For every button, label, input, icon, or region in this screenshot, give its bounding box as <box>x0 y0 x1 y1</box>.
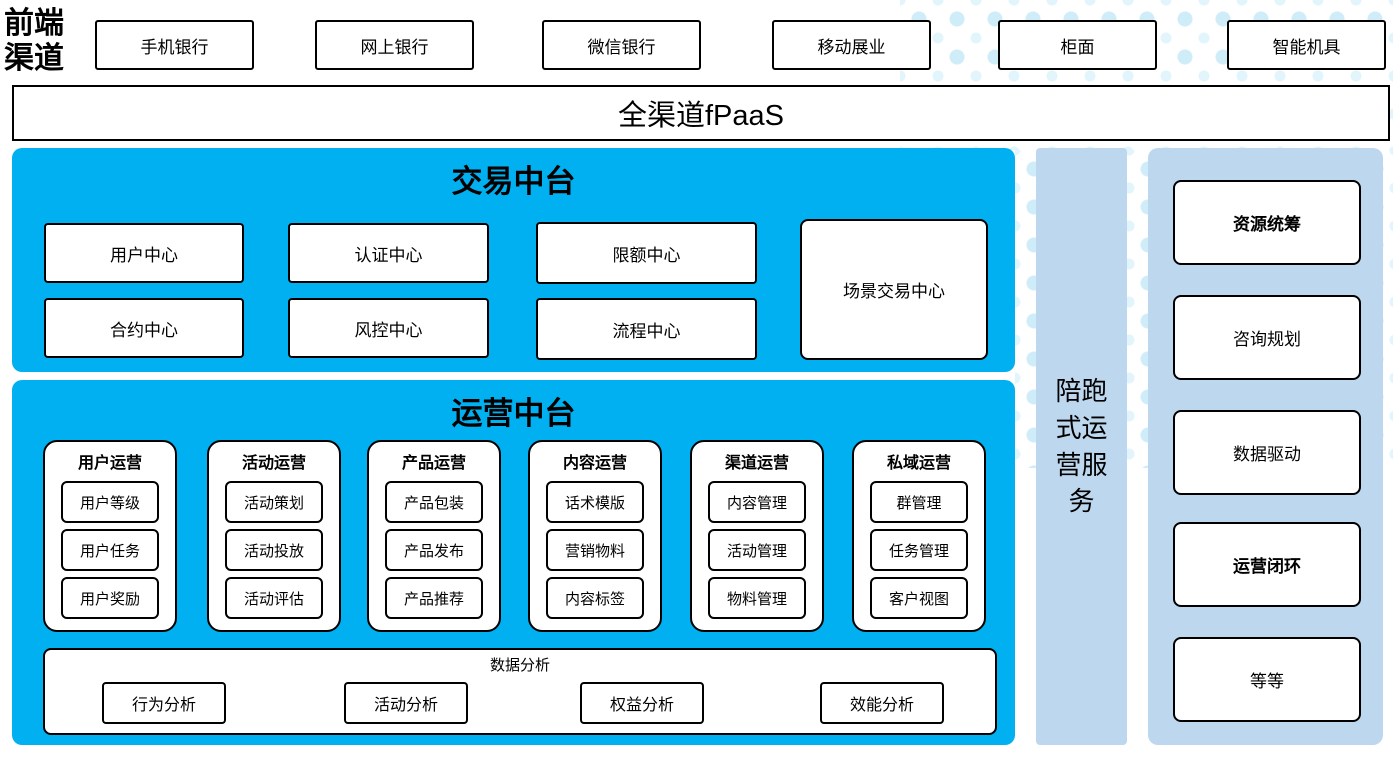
fpaas-bar: 全渠道fPaaS <box>12 85 1390 141</box>
scene-trade-center-box: 场景交易中心 <box>800 219 988 360</box>
group-item: 用户等级 <box>61 481 159 523</box>
group-item: 话术模版 <box>546 481 644 523</box>
auth-center-box: 认证中心 <box>288 223 489 283</box>
risk-center-box: 风控中心 <box>288 298 489 358</box>
group-title: 私域运营 <box>886 455 951 472</box>
group-item: 活动策划 <box>225 481 323 523</box>
group-channel-operation: 渠道运营 内容管理 活动管理 物料管理 <box>690 440 824 632</box>
process-center-box: 流程中心 <box>536 298 757 360</box>
side-service-bar: 陪跑式运营服务 <box>1036 148 1127 745</box>
activity-analysis-box: 活动分析 <box>344 682 468 724</box>
etc-box: 等等 <box>1173 637 1361 722</box>
group-item: 用户奖励 <box>61 577 159 619</box>
group-item: 营销物料 <box>546 529 644 571</box>
operation-platform-panel: 运营中台 用户运营 用户等级 用户任务 用户奖励 活动运营 活动策划 活动投放 … <box>12 380 1015 745</box>
group-item: 内容标签 <box>546 577 644 619</box>
group-item: 客户视图 <box>870 577 968 619</box>
group-item: 群管理 <box>870 481 968 523</box>
data-driven-box: 数据驱动 <box>1173 410 1361 495</box>
user-center-box: 用户中心 <box>44 223 244 283</box>
channel-smart-devices: 智能机具 <box>1227 20 1386 70</box>
group-title: 内容运营 <box>562 455 627 472</box>
group-item: 用户任务 <box>61 529 159 571</box>
group-item: 任务管理 <box>870 529 968 571</box>
trade-platform-title: 交易中台 <box>451 164 576 199</box>
group-activity-operation: 活动运营 活动策划 活动投放 活动评估 <box>207 440 341 632</box>
group-item: 活动投放 <box>225 529 323 571</box>
resource-planning-box: 资源统筹 <box>1173 180 1361 265</box>
group-item: 活动管理 <box>708 529 806 571</box>
data-analysis-title: 数据分析 <box>489 657 550 674</box>
group-title: 渠道运营 <box>724 455 789 472</box>
group-item: 内容管理 <box>708 481 806 523</box>
data-analysis-box: 数据分析 行为分析 活动分析 权益分析 效能分析 <box>43 648 997 735</box>
group-private-domain-operation: 私域运营 群管理 任务管理 客户视图 <box>852 440 986 632</box>
group-item: 产品发布 <box>385 529 483 571</box>
channel-online-banking: 网上银行 <box>315 20 474 70</box>
group-user-operation: 用户运营 用户等级 用户任务 用户奖励 <box>43 440 177 632</box>
consulting-planning-box: 咨询规划 <box>1173 295 1361 380</box>
group-item: 产品包装 <box>385 481 483 523</box>
limit-center-box: 限额中心 <box>536 222 757 284</box>
group-title: 用户运营 <box>77 455 142 472</box>
group-title: 活动运营 <box>241 455 306 472</box>
channel-wechat-banking: 微信银行 <box>542 20 701 70</box>
group-item: 活动评估 <box>225 577 323 619</box>
trade-platform-panel: 交易中台 用户中心 认证中心 限额中心 合约中心 风控中心 流程中心 场景交易中… <box>12 148 1015 372</box>
operation-loop-box: 运营闭环 <box>1173 522 1361 607</box>
group-item: 物料管理 <box>708 577 806 619</box>
contract-center-box: 合约中心 <box>44 298 244 358</box>
efficiency-analysis-box: 效能分析 <box>820 682 944 724</box>
group-title: 产品运营 <box>401 455 466 472</box>
group-content-operation: 内容运营 话术模版 营销物料 内容标签 <box>528 440 662 632</box>
channel-counter: 柜面 <box>998 20 1157 70</box>
channel-mobile-banking: 手机银行 <box>95 20 254 70</box>
front-channels-label: 前端渠道 <box>4 7 64 75</box>
behavior-analysis-box: 行为分析 <box>102 682 226 724</box>
rights-analysis-box: 权益分析 <box>580 682 704 724</box>
side-service-label: 陪跑式运营服务 <box>1055 375 1108 517</box>
group-product-operation: 产品运营 产品包装 产品发布 产品推荐 <box>367 440 501 632</box>
group-item: 产品推荐 <box>385 577 483 619</box>
operation-platform-title: 运营中台 <box>451 396 576 431</box>
right-service-panel: 资源统筹 咨询规划 数据驱动 运营闭环 等等 <box>1148 148 1383 745</box>
channel-mobile-sales: 移动展业 <box>772 20 931 70</box>
